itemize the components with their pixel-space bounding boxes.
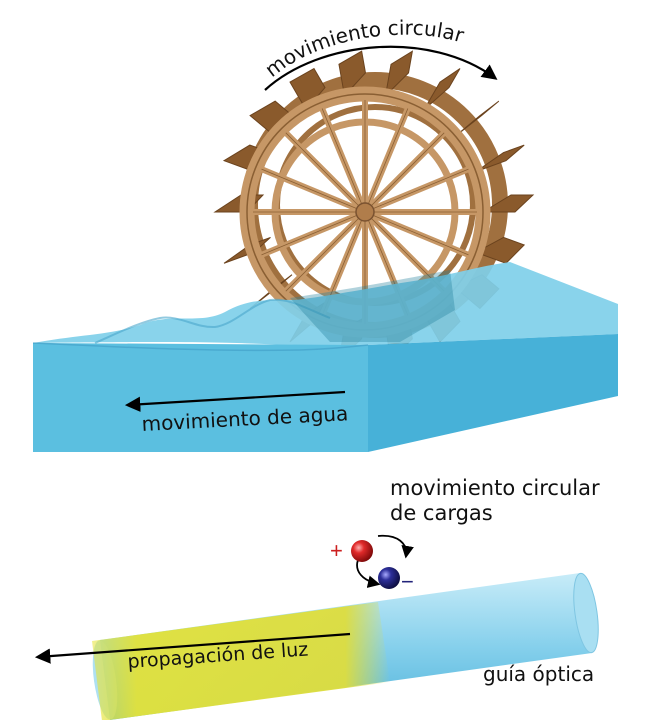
water-side-face xyxy=(368,334,618,452)
wheel-spoke-edge xyxy=(285,132,366,213)
optical-waveguide xyxy=(92,572,599,720)
light-propagation-arrow xyxy=(34,632,351,664)
wheel-spokes xyxy=(253,100,477,324)
wheel-spoke-edge xyxy=(364,168,469,213)
wheel-spoke-edge xyxy=(285,211,366,292)
minus-sign: − xyxy=(401,569,414,594)
wheel-paddle xyxy=(289,67,326,111)
water-top-surface xyxy=(33,262,618,345)
wheel-spoke-edge xyxy=(321,108,366,213)
negative-charge xyxy=(378,567,400,589)
plus-sign: + xyxy=(330,538,343,563)
water-waves xyxy=(94,298,331,344)
charges-motion-label-line1: movimiento circular xyxy=(390,476,600,500)
waveguide-end-cap xyxy=(573,572,599,654)
wheel-paddle xyxy=(384,50,414,98)
charges-motion-label-line2: de cargas xyxy=(390,501,493,525)
charge-dipole: + − xyxy=(330,534,414,594)
light-pulse xyxy=(92,602,390,720)
wheel-paddle xyxy=(423,68,461,111)
wheel-spoke-edge xyxy=(364,211,469,256)
wheel-spoke-edge xyxy=(261,211,366,256)
wheel-paddle xyxy=(338,50,367,97)
wheel-spoke-edge xyxy=(364,211,445,292)
wheel-spoke-edge xyxy=(364,132,445,213)
waveguide-label: guía óptica xyxy=(483,662,594,686)
water-channel xyxy=(32,262,618,452)
wheel-paddle xyxy=(475,144,525,173)
wheel-paddle xyxy=(481,194,535,213)
wheel-spoke-edge xyxy=(364,108,409,213)
water-front-face xyxy=(33,343,368,452)
positive-charge xyxy=(351,540,373,562)
wheel-spoke-edge xyxy=(261,168,366,213)
wheel-hub xyxy=(355,202,375,222)
wheel-motion-arrow xyxy=(264,45,498,91)
wheel-paddle xyxy=(474,236,526,264)
water-motion-arrow xyxy=(124,390,346,412)
wheel-paddle xyxy=(455,100,500,137)
